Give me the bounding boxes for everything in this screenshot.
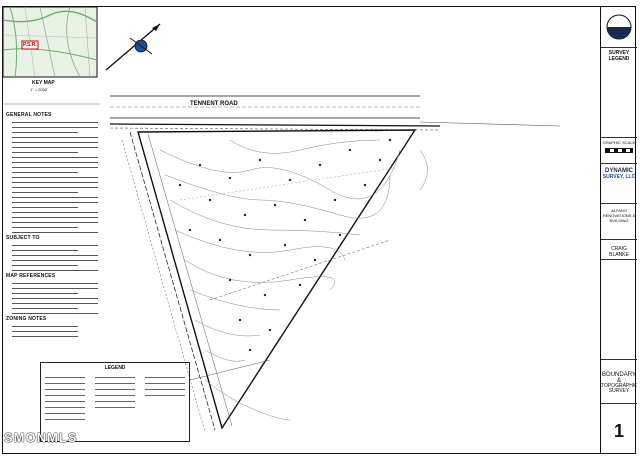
drawing-title-line2: TOPOGRAPHIC SURVEY bbox=[601, 383, 637, 394]
company-name-line1: DYNAMIC bbox=[605, 168, 633, 174]
company-logo-icon bbox=[606, 14, 632, 40]
legend-title: LEGEND bbox=[104, 365, 126, 371]
drawing-title-line1: BOUNDARY & bbox=[602, 372, 636, 384]
graphic-scale-label: GRAPHIC SCALE bbox=[602, 140, 636, 145]
client-cell: ALFANO RENOVATIONS & BUILDING bbox=[601, 204, 637, 240]
surveyor-name: CRAIG BLANKE bbox=[609, 246, 629, 258]
key-map-site-tag: P.S.R. bbox=[23, 42, 37, 48]
key-map-scale: 1" = 2000' bbox=[30, 87, 48, 92]
survey-legend-title: SURVEY LEGEND bbox=[608, 50, 630, 62]
parcel-boundary bbox=[121, 129, 417, 433]
sheet-number-cell: 1 bbox=[601, 404, 637, 454]
watermark-logo: SMONMLS bbox=[4, 430, 78, 445]
drawing-title-cell: BOUNDARY & TOPOGRAPHIC SURVEY bbox=[601, 360, 637, 404]
company-name-line2: SURVEY, LLC bbox=[602, 174, 636, 180]
surveyor-cell: CRAIG BLANKE bbox=[601, 240, 637, 260]
sheet-number: 1 bbox=[613, 421, 624, 441]
general-notes-heading: GENERAL NOTES bbox=[6, 112, 52, 118]
title-block: SURVEY LEGEND GRAPHIC SCALE DYNAMIC SURV… bbox=[600, 6, 637, 454]
road bbox=[109, 95, 561, 131]
contour-lines bbox=[159, 139, 428, 421]
survey-legend-cell: SURVEY LEGEND bbox=[601, 48, 637, 138]
key-map-label: KEY MAP bbox=[32, 80, 55, 86]
subject-to-heading: SUBJECT TO bbox=[6, 235, 40, 241]
key-map bbox=[2, 6, 98, 78]
road-name-label: TENNENT ROAD bbox=[190, 101, 238, 107]
client-name: ALFANO RENOVATIONS & BUILDING bbox=[602, 208, 636, 223]
company-cell: DYNAMIC SURVEY, LLC bbox=[601, 164, 637, 204]
legend-box: LEGEND bbox=[40, 362, 190, 442]
notes-column: GENERAL NOTES SUBJECT TO MAP REFERENCES … bbox=[6, 110, 98, 338]
north-arrow bbox=[105, 23, 161, 71]
logo-cell bbox=[601, 6, 637, 48]
zoning-notes-heading: ZONING NOTES bbox=[6, 316, 47, 322]
tree-markers bbox=[178, 138, 392, 352]
revisions-cell bbox=[601, 260, 637, 360]
sheet-border bbox=[2, 6, 636, 454]
graphic-scale-cell: GRAPHIC SCALE bbox=[601, 138, 637, 164]
map-references-heading: MAP REFERENCES bbox=[6, 273, 56, 279]
